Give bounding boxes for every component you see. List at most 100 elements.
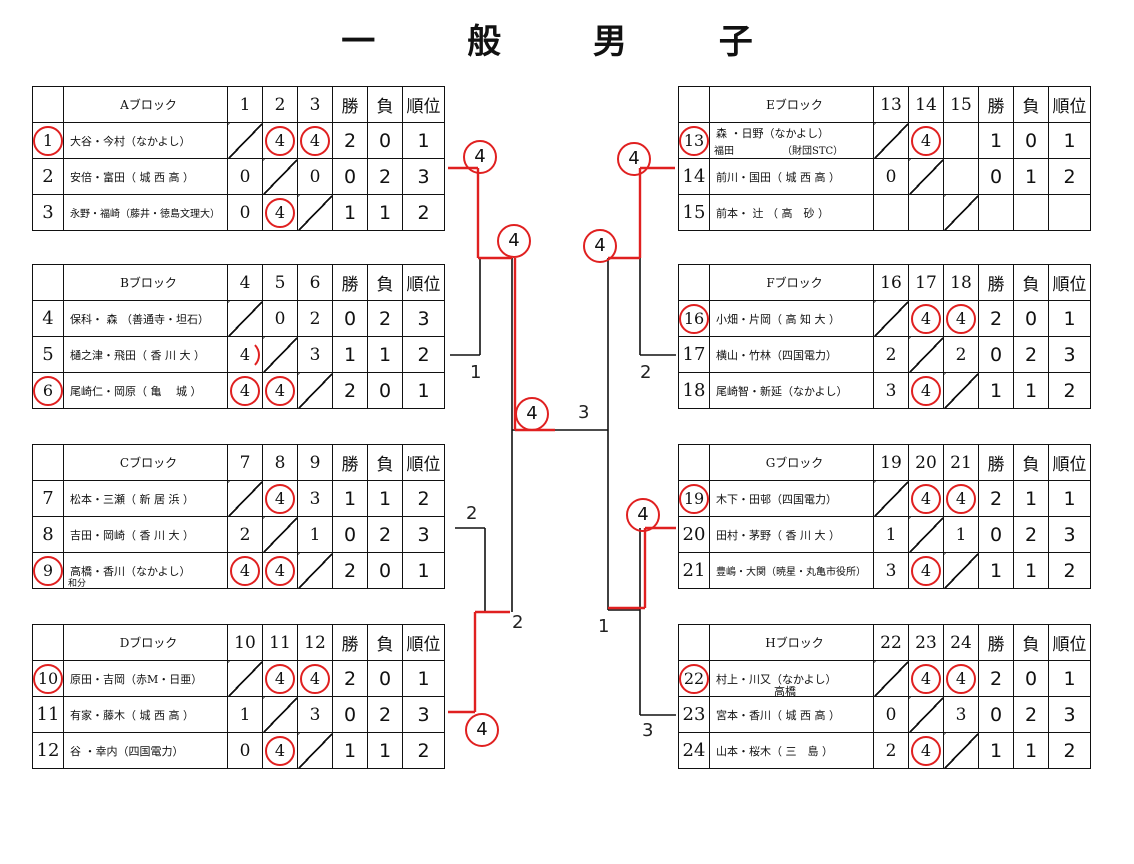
loss-header: 負 <box>1013 624 1049 661</box>
score-cell: 0 <box>227 158 263 195</box>
win-count: 0 <box>978 696 1014 733</box>
player-number: 2 <box>32 158 64 195</box>
win-count: 1 <box>332 336 368 373</box>
block-c-table: Cブロック 7 8 9 勝 負 順位 7 松本・三瀬（ 新 居 浜 ） 4 3 … <box>32 444 445 589</box>
win-count: 1 <box>978 552 1014 589</box>
block-a-table: Aブロック 1 2 3 勝 負 順位 1 大谷・今村（なかよし） 4 4 2 0… <box>32 86 445 231</box>
player-name: 木下・田邨（四国電力） <box>709 480 874 517</box>
page-title: 一 般 男 子 <box>341 22 793 62</box>
loss-count: 1 <box>1013 552 1049 589</box>
block-f-table: Fブロック 16 17 18 勝 負 順位 16 小畑・片岡（ 高 知 大 ） … <box>678 264 1091 409</box>
col-header: 22 <box>873 624 909 661</box>
block-name: Eブロック <box>709 86 874 123</box>
win-header: 勝 <box>332 86 368 123</box>
col-header: 20 <box>908 444 944 481</box>
loss-count: 0 <box>367 552 403 589</box>
score-cell: 1 <box>873 516 909 553</box>
player-number: 4 <box>32 300 64 337</box>
score-cell: 3 <box>943 696 979 733</box>
col-header: 13 <box>873 86 909 123</box>
score-cell: 4 <box>265 663 295 694</box>
bracket-score-d: 4 <box>465 713 499 747</box>
player-number: 7 <box>32 480 64 517</box>
player-name: 尾崎仁・岡原（ 亀 城 ） <box>63 372 228 409</box>
score-cell: 4 <box>911 555 941 586</box>
loss-count: 1 <box>1013 480 1049 517</box>
col-header: 21 <box>943 444 979 481</box>
win-count: 0 <box>978 516 1014 553</box>
block-name: Aブロック <box>63 86 228 123</box>
score-cell: 4 <box>911 663 941 694</box>
col-header: 14 <box>908 86 944 123</box>
rank-value: 1 <box>402 660 445 697</box>
rank-value: 3 <box>402 158 445 195</box>
col-header: 16 <box>873 264 909 301</box>
col-header: 11 <box>262 624 298 661</box>
block-name: Gブロック <box>709 444 874 481</box>
win-count: 1 <box>332 194 368 231</box>
bracket-score-f: 2 <box>640 362 652 383</box>
loss-count: 1 <box>1013 158 1049 195</box>
bracket-score-b: 1 <box>470 362 482 383</box>
score-cell: 4 <box>265 197 295 228</box>
win-count: 1 <box>978 732 1014 769</box>
player-name: 小畑・片岡（ 高 知 大 ） <box>709 300 874 337</box>
loss-count: 1 <box>367 336 403 373</box>
loss-count: 2 <box>367 158 403 195</box>
col-header: 7 <box>227 444 263 481</box>
loss-count: 2 <box>367 696 403 733</box>
score-cell: 3 <box>873 552 909 589</box>
score-cell: 4 <box>300 125 330 156</box>
win-count: 2 <box>332 660 368 697</box>
block-name: Bブロック <box>63 264 228 301</box>
player-number: 14 <box>678 158 710 195</box>
player-number: 19 <box>679 483 709 514</box>
block-d-table: Dブロック 10 11 12 勝 負 順位 10 原田・吉岡（赤M・日亜） 4 … <box>32 624 445 769</box>
loss-header: 負 <box>367 264 403 301</box>
block-name: Dブロック <box>63 624 228 661</box>
loss-header: 負 <box>1013 264 1049 301</box>
score-cell: 4 <box>265 555 295 586</box>
loss-header: 負 <box>1013 444 1049 481</box>
score-cell: 4 <box>946 483 976 514</box>
win-header: 勝 <box>978 264 1014 301</box>
player-number: 22 <box>679 663 709 694</box>
score-cell: 4 <box>911 125 941 156</box>
col-header: 8 <box>262 444 298 481</box>
score-cell: 4 <box>230 555 260 586</box>
rank-header: 順位 <box>1048 444 1091 481</box>
player-number: 18 <box>678 372 710 409</box>
win-header: 勝 <box>332 264 368 301</box>
loss-header: 負 <box>367 86 403 123</box>
player-name: 村上・川又（なかよし） <box>716 672 837 686</box>
col-header: 1 <box>227 86 263 123</box>
player-name: 安倍・富田（ 城 西 高 ） <box>63 158 228 195</box>
score-cell: 3 <box>297 696 333 733</box>
loss-count: 2 <box>367 516 403 553</box>
rank-value: 1 <box>1048 122 1091 159</box>
rank-value: 3 <box>402 300 445 337</box>
player-name: 樋之津・飛田（ 香 川 大 ） <box>63 336 228 373</box>
win-count: 1 <box>978 372 1014 409</box>
player-name: 前本・ 辻 （ 高 砂 ） <box>709 194 874 231</box>
rank-header: 順位 <box>402 444 445 481</box>
col-header: 23 <box>908 624 944 661</box>
player-number: 10 <box>33 663 63 694</box>
player-name: 尾崎智・新延（なかよし） <box>709 372 874 409</box>
player-number: 16 <box>679 303 709 334</box>
loss-count: 0 <box>1013 660 1049 697</box>
rank-value: 2 <box>402 194 445 231</box>
substitute-note: 高橋 <box>774 685 796 698</box>
block-g-table: Gブロック 19 20 21 勝 負 順位 19 木下・田邨（四国電力） 4 4… <box>678 444 1091 589</box>
win-count: 2 <box>332 372 368 409</box>
win-count: 2 <box>332 552 368 589</box>
win-count: 1 <box>978 122 1014 159</box>
loss-count: 2 <box>1013 696 1049 733</box>
bracket-score-gh: 1 <box>598 616 610 637</box>
substitute-note: 福田 <box>714 146 734 157</box>
rank-value: 1 <box>402 372 445 409</box>
player-number: 15 <box>678 194 710 231</box>
rank-value: 1 <box>402 552 445 589</box>
player-number: 23 <box>678 696 710 733</box>
win-count: 2 <box>978 480 1014 517</box>
